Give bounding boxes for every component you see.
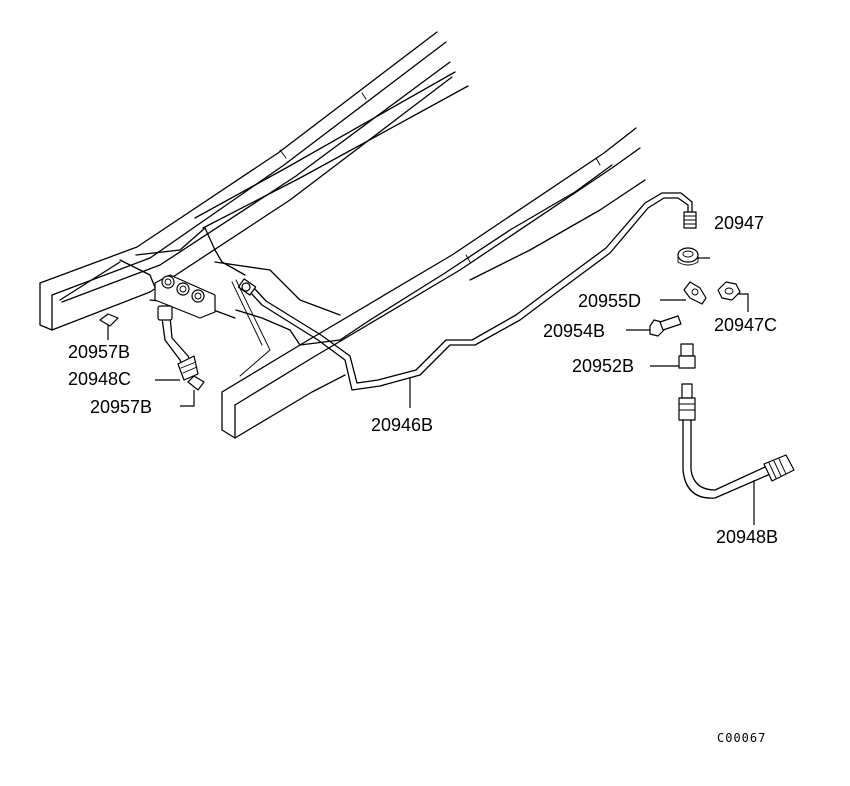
clip-20957B-upper: [99, 313, 119, 327]
label-20954B: 20954B: [543, 321, 605, 341]
label-20948C: 20948C: [68, 369, 131, 389]
label-20957B-upper: 20957B: [68, 342, 130, 362]
label-20948B: 20948B: [716, 527, 778, 547]
hose-20948C: [157, 305, 199, 381]
hose-20948B: [678, 383, 795, 499]
leader-20947C: [738, 293, 749, 312]
diagram-code: C00067: [717, 731, 766, 745]
label-20955D: 20955D: [578, 291, 641, 311]
nut-20947C: [717, 281, 741, 301]
label-20952B: 20952B: [572, 356, 634, 376]
leader-20957B-lower: [180, 390, 195, 407]
bracket-20955D: [683, 281, 707, 305]
label-20947C: 20947C: [714, 315, 777, 335]
label-20947: 20947: [714, 213, 764, 233]
label-20946B: 20946B: [371, 415, 433, 435]
clip-20957B-lower: [187, 375, 205, 391]
frame-rail-front: [214, 127, 646, 439]
fitting-20952B: [678, 343, 696, 369]
frame-rail-rear: [39, 31, 469, 331]
connector-block: [154, 274, 216, 319]
label-20957B-lower: 20957B: [90, 397, 152, 417]
nut-20947: [677, 247, 699, 266]
bolt-20954B: [649, 315, 682, 337]
brake-line-20946B: [237, 192, 697, 391]
